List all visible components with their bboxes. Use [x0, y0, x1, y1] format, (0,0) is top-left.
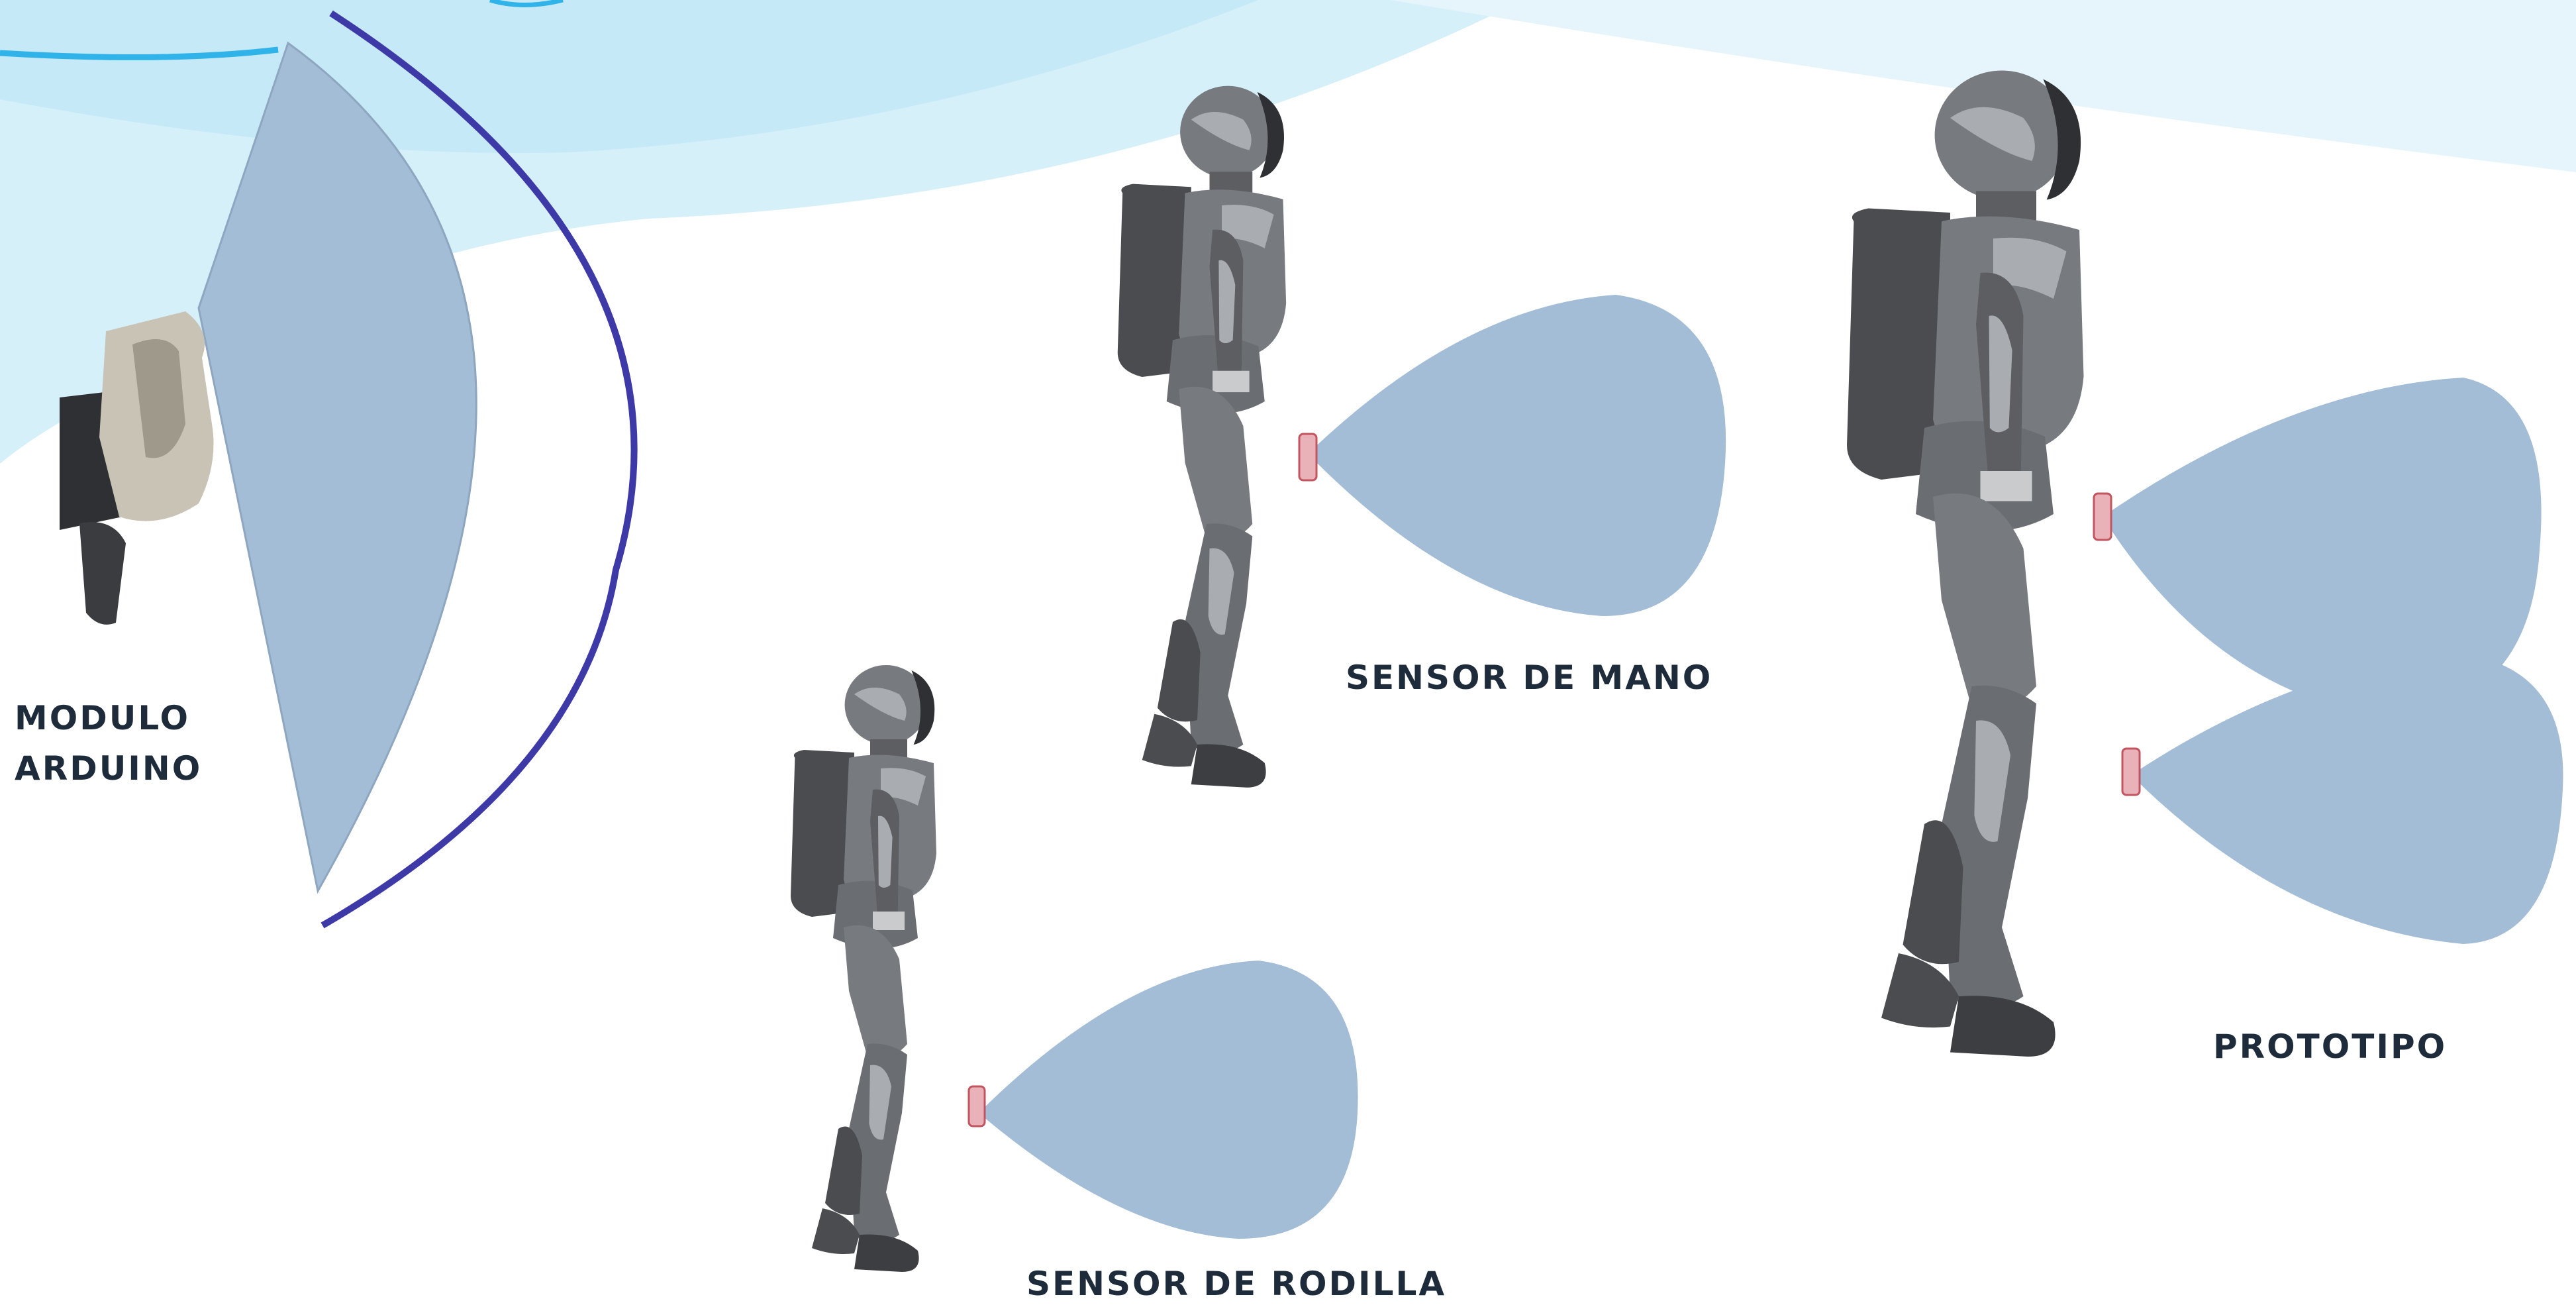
robot-knee-sensor — [791, 665, 1358, 1272]
prototype-knee-led — [2122, 749, 2140, 795]
label-modulo-arduino: MODULO ARDUINO — [15, 693, 202, 794]
prototype-hand-led — [2094, 494, 2111, 540]
label-sensor-rodilla: SENSOR DE RODILLA — [1026, 1259, 1446, 1309]
hand-sensor-led — [1299, 434, 1316, 480]
label-modulo-line1: MODULO — [15, 693, 202, 743]
knee-sensor-led — [969, 1086, 985, 1126]
hand-sensor-beam — [1308, 295, 1726, 616]
label-prototipo: PROTOTIPO — [2213, 1021, 2447, 1072]
label-sensor-mano: SENSOR DE MANO — [1346, 653, 1712, 703]
prototype-knee-beam — [2131, 653, 2563, 944]
label-modulo-line2: ARDUINO — [15, 743, 202, 794]
robot-prototype — [1847, 71, 2563, 1057]
knee-sensor-beam — [979, 961, 1358, 1239]
